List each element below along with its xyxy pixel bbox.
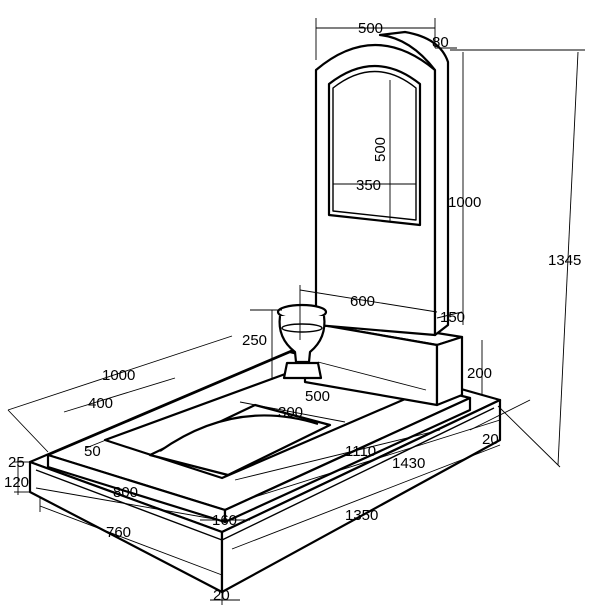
portrait-inner <box>332 70 417 221</box>
base-slab-chamfer <box>35 407 495 541</box>
stele <box>314 30 450 337</box>
dim-portrait-width: 350 <box>356 177 381 194</box>
flowerbed <box>46 350 472 524</box>
dim-width-160: 160 <box>212 512 237 529</box>
dim-portrait-height: 500 <box>372 137 389 162</box>
stele-side <box>378 30 450 337</box>
dim-flowerbed-inner: 400 <box>88 395 113 412</box>
portrait-frame <box>327 65 422 227</box>
stand-side <box>435 335 464 407</box>
dim-width-760: 760 <box>106 524 131 541</box>
dim-flowerbed-width: 500 <box>305 388 330 405</box>
dim-base-height-120: 120 <box>4 474 29 491</box>
dim-opening-width: 300 <box>278 404 303 421</box>
vase-band <box>281 323 323 333</box>
dim-stele-thickness: 80 <box>432 34 449 51</box>
dim-overall-height: 1345 <box>548 252 581 269</box>
dim-stele-height: 1000 <box>448 194 481 211</box>
base-slab-side <box>220 398 502 594</box>
dim-border-50: 50 <box>84 443 101 460</box>
dim-stand-height: 200 <box>467 365 492 382</box>
vase-foot <box>282 361 323 380</box>
dim-length-1350: 1350 <box>345 507 378 524</box>
dim-vase-height: 250 <box>242 332 267 349</box>
flowerbed-side <box>223 396 472 524</box>
planting-arch <box>159 414 319 452</box>
dim-stand-width: 600 <box>350 293 375 310</box>
dim-width-800: 800 <box>113 484 138 501</box>
dim-gap-20-bottom: 20 <box>213 587 230 604</box>
vase <box>276 303 328 380</box>
dimension-lines <box>7 18 585 605</box>
dim-length-1430: 1430 <box>392 455 425 472</box>
dim-flowerbed-length: 1000 <box>102 367 135 384</box>
dim-base-thickness-25: 25 <box>8 454 25 471</box>
dim-stand-thickness: 150 <box>440 309 465 326</box>
dim-gap-20-right: 20 <box>482 431 499 448</box>
dim-length-1110: 1110 <box>345 443 376 460</box>
dim-stele-width: 500 <box>358 20 383 37</box>
